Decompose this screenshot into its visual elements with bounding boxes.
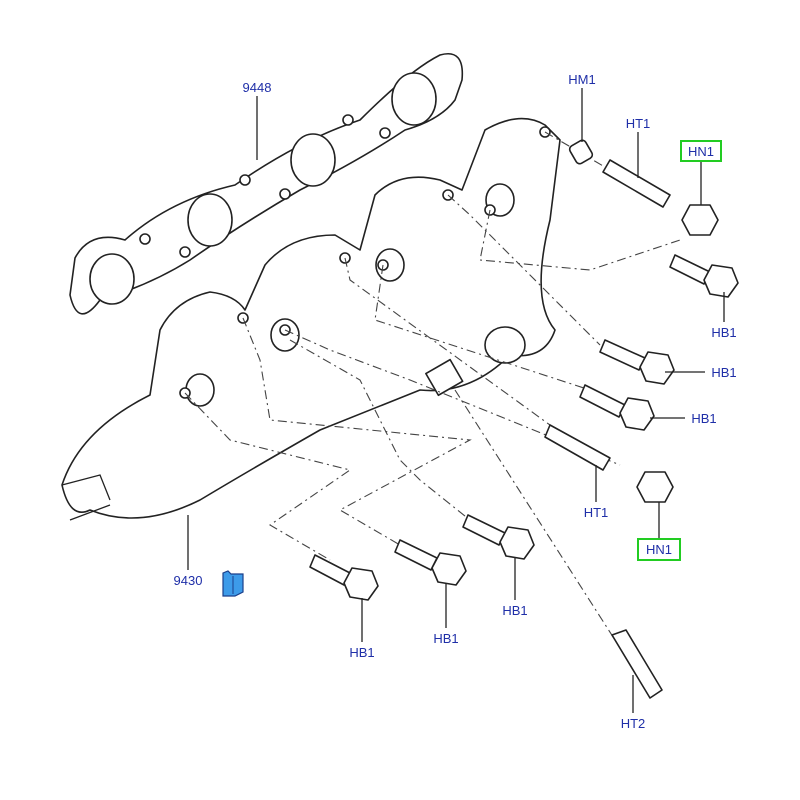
- label-ht1-top[interactable]: HT1: [626, 116, 651, 131]
- label-ht1-mid[interactable]: HT1: [584, 505, 609, 520]
- stud-ht1-mid[interactable]: [544, 424, 611, 471]
- stud-ht2[interactable]: [611, 629, 663, 699]
- label-hb1-b2[interactable]: HB1: [433, 631, 458, 646]
- bolt-hb1-b1[interactable]: [309, 554, 379, 601]
- gasket-9448[interactable]: [69, 53, 464, 315]
- bolt-hb1-b2[interactable]: [394, 539, 467, 586]
- label-hb1-r1[interactable]: HB1: [711, 325, 736, 340]
- leader-lines: [187, 88, 725, 713]
- label-hb1-b3[interactable]: HB1: [502, 603, 527, 618]
- label-hb1-r3[interactable]: HB1: [691, 411, 716, 426]
- bolt-hb1-r3[interactable]: [579, 384, 655, 431]
- label-hm1[interactable]: HM1: [568, 72, 595, 87]
- spacer-hm1[interactable]: [568, 139, 594, 165]
- label-hn1-top[interactable]: HN1: [688, 144, 714, 159]
- nut-hn1-mid[interactable]: [636, 471, 674, 503]
- highlight-box-hn1-top: [680, 140, 722, 162]
- fasteners: [309, 139, 739, 699]
- bolt-hb1-r2[interactable]: [599, 339, 675, 385]
- stud-ht1-top[interactable]: [602, 159, 671, 208]
- info-icon[interactable]: [222, 570, 244, 597]
- nut-hn1-top[interactable]: [681, 204, 719, 236]
- label-hb1-b1[interactable]: HB1: [349, 645, 374, 660]
- alignment-lines: [184, 131, 681, 641]
- bolt-hb1-r1[interactable]: [669, 254, 739, 298]
- label-ht2[interactable]: HT2: [621, 716, 646, 731]
- highlight-box-hn1-mid: [637, 538, 681, 561]
- label-9448[interactable]: 9448: [243, 80, 272, 95]
- label-hb1-r2[interactable]: HB1: [711, 365, 736, 380]
- label-hn1-mid[interactable]: HN1: [646, 542, 672, 557]
- bolt-hb1-b3[interactable]: [462, 514, 535, 560]
- label-9430[interactable]: 9430: [174, 573, 203, 588]
